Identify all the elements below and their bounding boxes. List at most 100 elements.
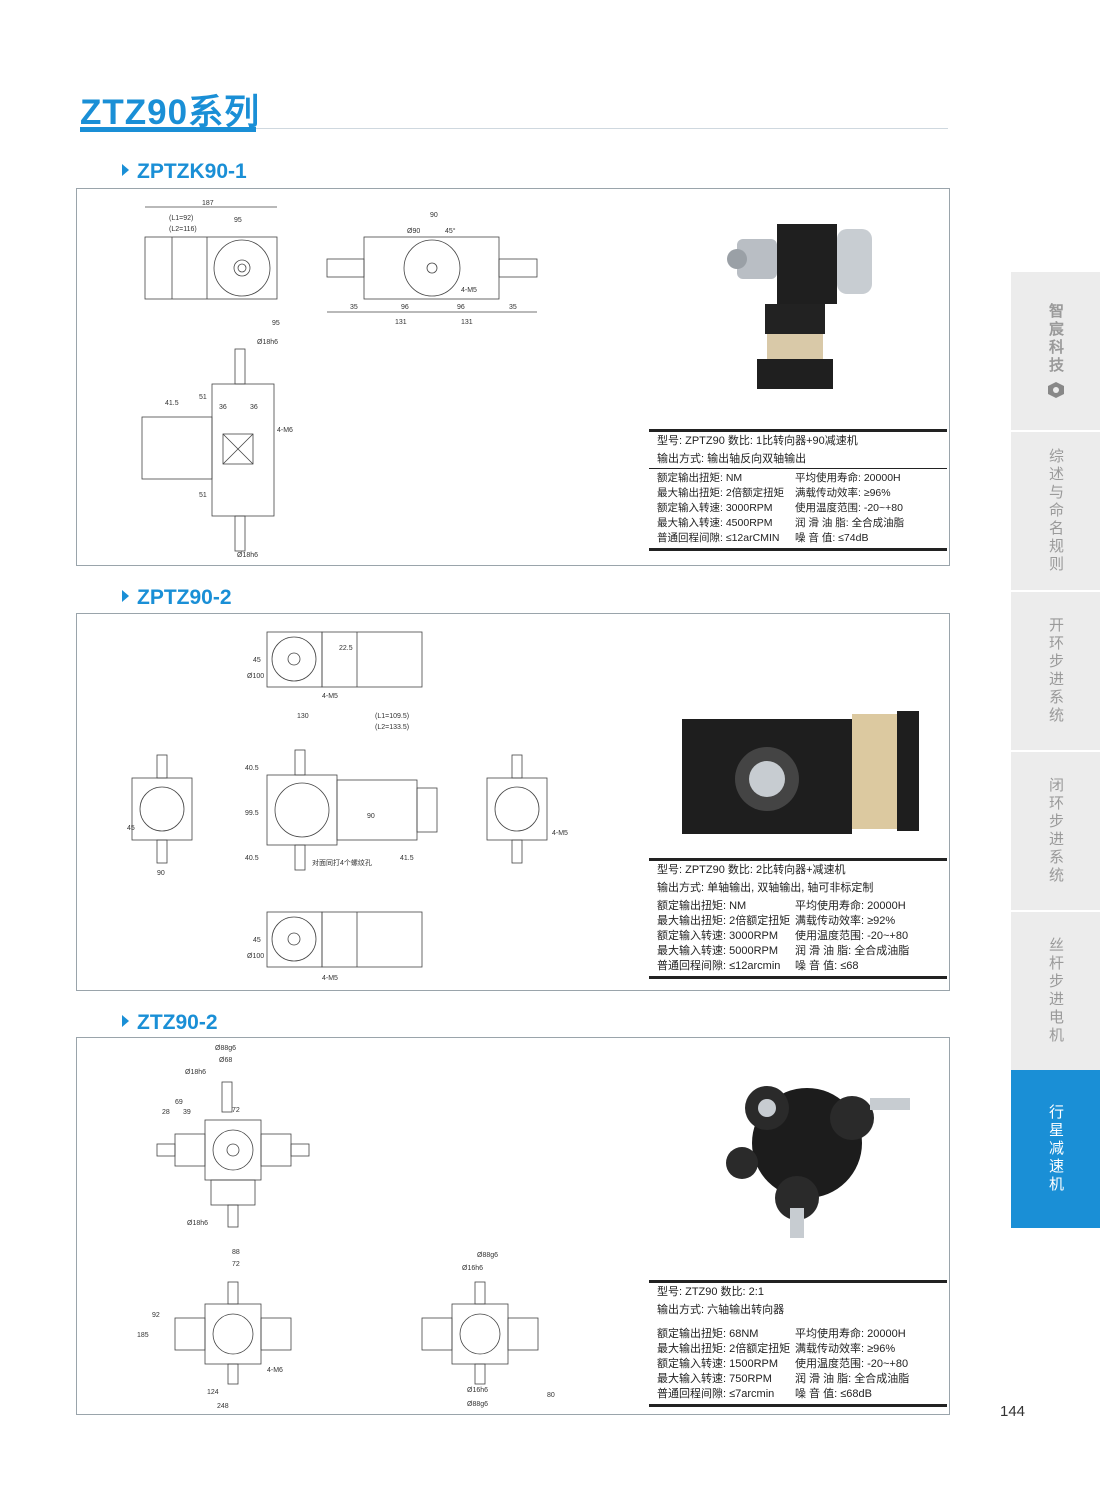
sidebar-logo: 智宸科技 [1011, 272, 1100, 430]
product-photo-1 [727, 224, 872, 389]
bottom-right-view: Ø88g6 Ø16h6 Ø16h6 Ø88g6 80 [421, 1252, 555, 1408]
spec-cell: 满载传动效率: ≥96% [795, 487, 891, 499]
dim-text: Ø16h6 [467, 1387, 488, 1394]
dim-text: 35 [350, 304, 358, 311]
dim-text: 185 [137, 1332, 149, 1339]
model-line: 型号: ZPTZ90 数比: 2比转向器+减速机 [657, 864, 846, 876]
sidebar-tab-planetary-reducer[interactable]: 行星减速机 [1011, 1070, 1100, 1228]
spec-cell: 额定输出扭矩: 68NM [657, 1328, 759, 1340]
product-panel-2: 45 22.5 Ø100 4-M5 130 (L1=109.5) (L2=133… [76, 613, 950, 991]
page-title: ZTZ90系列 [80, 93, 261, 132]
spec-cell: 平均使用寿命: 20000H [795, 1328, 906, 1340]
spec-cell: 额定输入转速: 1500RPM [657, 1358, 779, 1370]
spec-cell: 最大输出扭矩: 2倍额定扭矩 [657, 915, 791, 927]
dim-text: 72 [232, 1107, 240, 1114]
output-line: 输出方式: 单轴输出, 双轴输出, 轴可非标定制 [657, 882, 874, 894]
dim-text: 90 [367, 813, 375, 820]
dim-text: 40.5 [245, 855, 259, 862]
spec-cell: 普通回程间隙: ≤12arcmin [657, 960, 781, 972]
spec-cell: 润 滑 油 脂: 全合成油脂 [795, 517, 905, 529]
dim-text: Ø88g6 [215, 1045, 236, 1052]
sidebar-tab-label: 丝杆步进电机 [1047, 937, 1064, 1045]
sidebar-tab-lead-screw[interactable]: 丝杆步进电机 [1011, 912, 1100, 1070]
dim-text: 36 [219, 404, 227, 411]
technical-drawing-2: 45 22.5 Ø100 4-M5 130 (L1=109.5) (L2=133… [127, 631, 568, 982]
technical-drawing-1: 187 (L1=92) (L2=116) 95 90 Ø90 45° 4-M5 … [141, 200, 538, 557]
dim-text: 124 [207, 1389, 219, 1396]
dim-text: Ø18h6 [187, 1220, 208, 1227]
sidebar-tab-closed-loop[interactable]: 闭环步进系统 [1011, 752, 1100, 910]
spec-cell: 最大输出扭矩: 2倍额定扭矩 [657, 487, 785, 499]
sidebar-divider [1011, 590, 1100, 592]
spec-cell: 润 滑 油 脂: 全合成油脂 [795, 1373, 910, 1385]
dim-text: Ø68 [219, 1057, 232, 1064]
dim-text: 96 [457, 304, 465, 311]
dim-text: (L2=116) [169, 226, 197, 233]
product-photo-2 [682, 711, 919, 834]
spec-cell: 最大输入转速: 4500RPM [657, 517, 773, 529]
dim-text: 130 [297, 713, 309, 720]
dim-text: (L1=109.5) [375, 713, 409, 720]
spec-cell: 平均使用寿命: 20000H [795, 900, 906, 912]
title-rule [256, 128, 948, 129]
dim-text: 51 [199, 394, 207, 401]
sidebar-tab-label: 行星减速机 [1047, 1104, 1064, 1194]
sidebar-divider [1011, 430, 1100, 432]
spec-table-1: 型号: ZPTZ90 数比: 1比转向器+90减速机 输出方式: 输出轴反向双轴… [649, 429, 947, 551]
triangle-bullet-icon [122, 1015, 129, 1027]
spec-cell: 平均使用寿命: 20000H [795, 472, 901, 484]
dim-text: 92 [152, 1312, 160, 1319]
spec-cell: 普通回程间隙: ≤7arcmin [657, 1388, 775, 1400]
spec-cell: 额定输出扭矩: NM [657, 472, 743, 484]
dim-text: 对面同打4个螺纹孔 [312, 858, 372, 867]
page-number: 144 [1000, 1403, 1026, 1420]
sidebar-tab-open-loop[interactable]: 开环步进系统 [1011, 592, 1100, 750]
dim-text: 90 [430, 212, 438, 219]
spec-cell: 使用温度范围: -20~+80 [795, 1358, 909, 1370]
dim-text: (L1=92) [169, 215, 193, 222]
bottom-view: 45 Ø100 4-M5 [247, 911, 423, 982]
spec-cell: 使用温度范围: -20~+80 [795, 502, 903, 514]
dim-text: 187 [202, 200, 214, 207]
spec-cell: 最大输出扭矩: 2倍额定扭矩 [657, 1343, 791, 1355]
dim-text: 4-M5 [322, 975, 338, 982]
section-heading-text: ZPTZK90-1 [137, 160, 247, 183]
sidebar-tab-label: 综述与命名规则 [1047, 448, 1064, 574]
dim-text: 41.5 [165, 400, 179, 407]
dim-text: 131 [395, 319, 407, 326]
dim-text: 4-M6 [267, 1367, 283, 1374]
top-cross-view: Ø88g6 Ø68 Ø18h6 69 28 39 72 Ø18h6 [156, 1045, 310, 1228]
product-panel-1: 187 (L1=92) (L2=116) 95 90 Ø90 45° 4-M5 … [76, 188, 950, 566]
dim-text: 40.5 [245, 765, 259, 772]
side-view: 187 (L1=92) (L2=116) 95 [144, 200, 278, 300]
dim-text: 45° [445, 227, 456, 235]
dim-text: 51 [199, 492, 207, 499]
output-line: 输出方式: 输出轴反向双轴输出 [649, 450, 947, 469]
dim-text: 4-M6 [277, 427, 293, 434]
sidebar-divider [1011, 750, 1100, 752]
dim-text: 96 [401, 304, 409, 311]
top-view: 45 22.5 Ø100 4-M5 [247, 631, 423, 700]
dim-text: 28 [162, 1109, 170, 1116]
dim-text: Ø88g6 [477, 1252, 498, 1259]
brand-logo-icon [1047, 382, 1064, 398]
dim-text: 4-M5 [552, 830, 568, 837]
dim-text: Ø18h6 [237, 552, 258, 557]
dim-text: 90 [157, 870, 165, 877]
dim-text: 88 [232, 1249, 240, 1256]
spec-cell: 噪 音 值: ≤74dB [795, 532, 869, 544]
spec-cell: 额定输入转速: 3000RPM [657, 502, 773, 514]
dim-text: Ø100 [247, 953, 264, 960]
dim-text: Ø88g6 [467, 1401, 488, 1408]
spec-cell: 最大输入转速: 5000RPM [657, 945, 779, 957]
spec-cell: 润 滑 油 脂: 全合成油脂 [795, 945, 910, 957]
dim-text: 36 [250, 404, 258, 411]
sidebar-tab-overview[interactable]: 综述与命名规则 [1011, 432, 1100, 590]
dim-text: Ø100 [247, 673, 264, 680]
spec-cell: 满载传动效率: ≥92% [795, 915, 896, 927]
dim-text: 41.5 [400, 855, 414, 862]
bottom-left-view: 88 72 185 92 4-M6 124 248 [137, 1249, 292, 1410]
dim-text: 45 [253, 657, 261, 664]
model-line: 型号: ZPTZ90 数比: 1比转向器+90减速机 [657, 435, 858, 447]
spec-cell: 使用温度范围: -20~+80 [795, 930, 909, 942]
